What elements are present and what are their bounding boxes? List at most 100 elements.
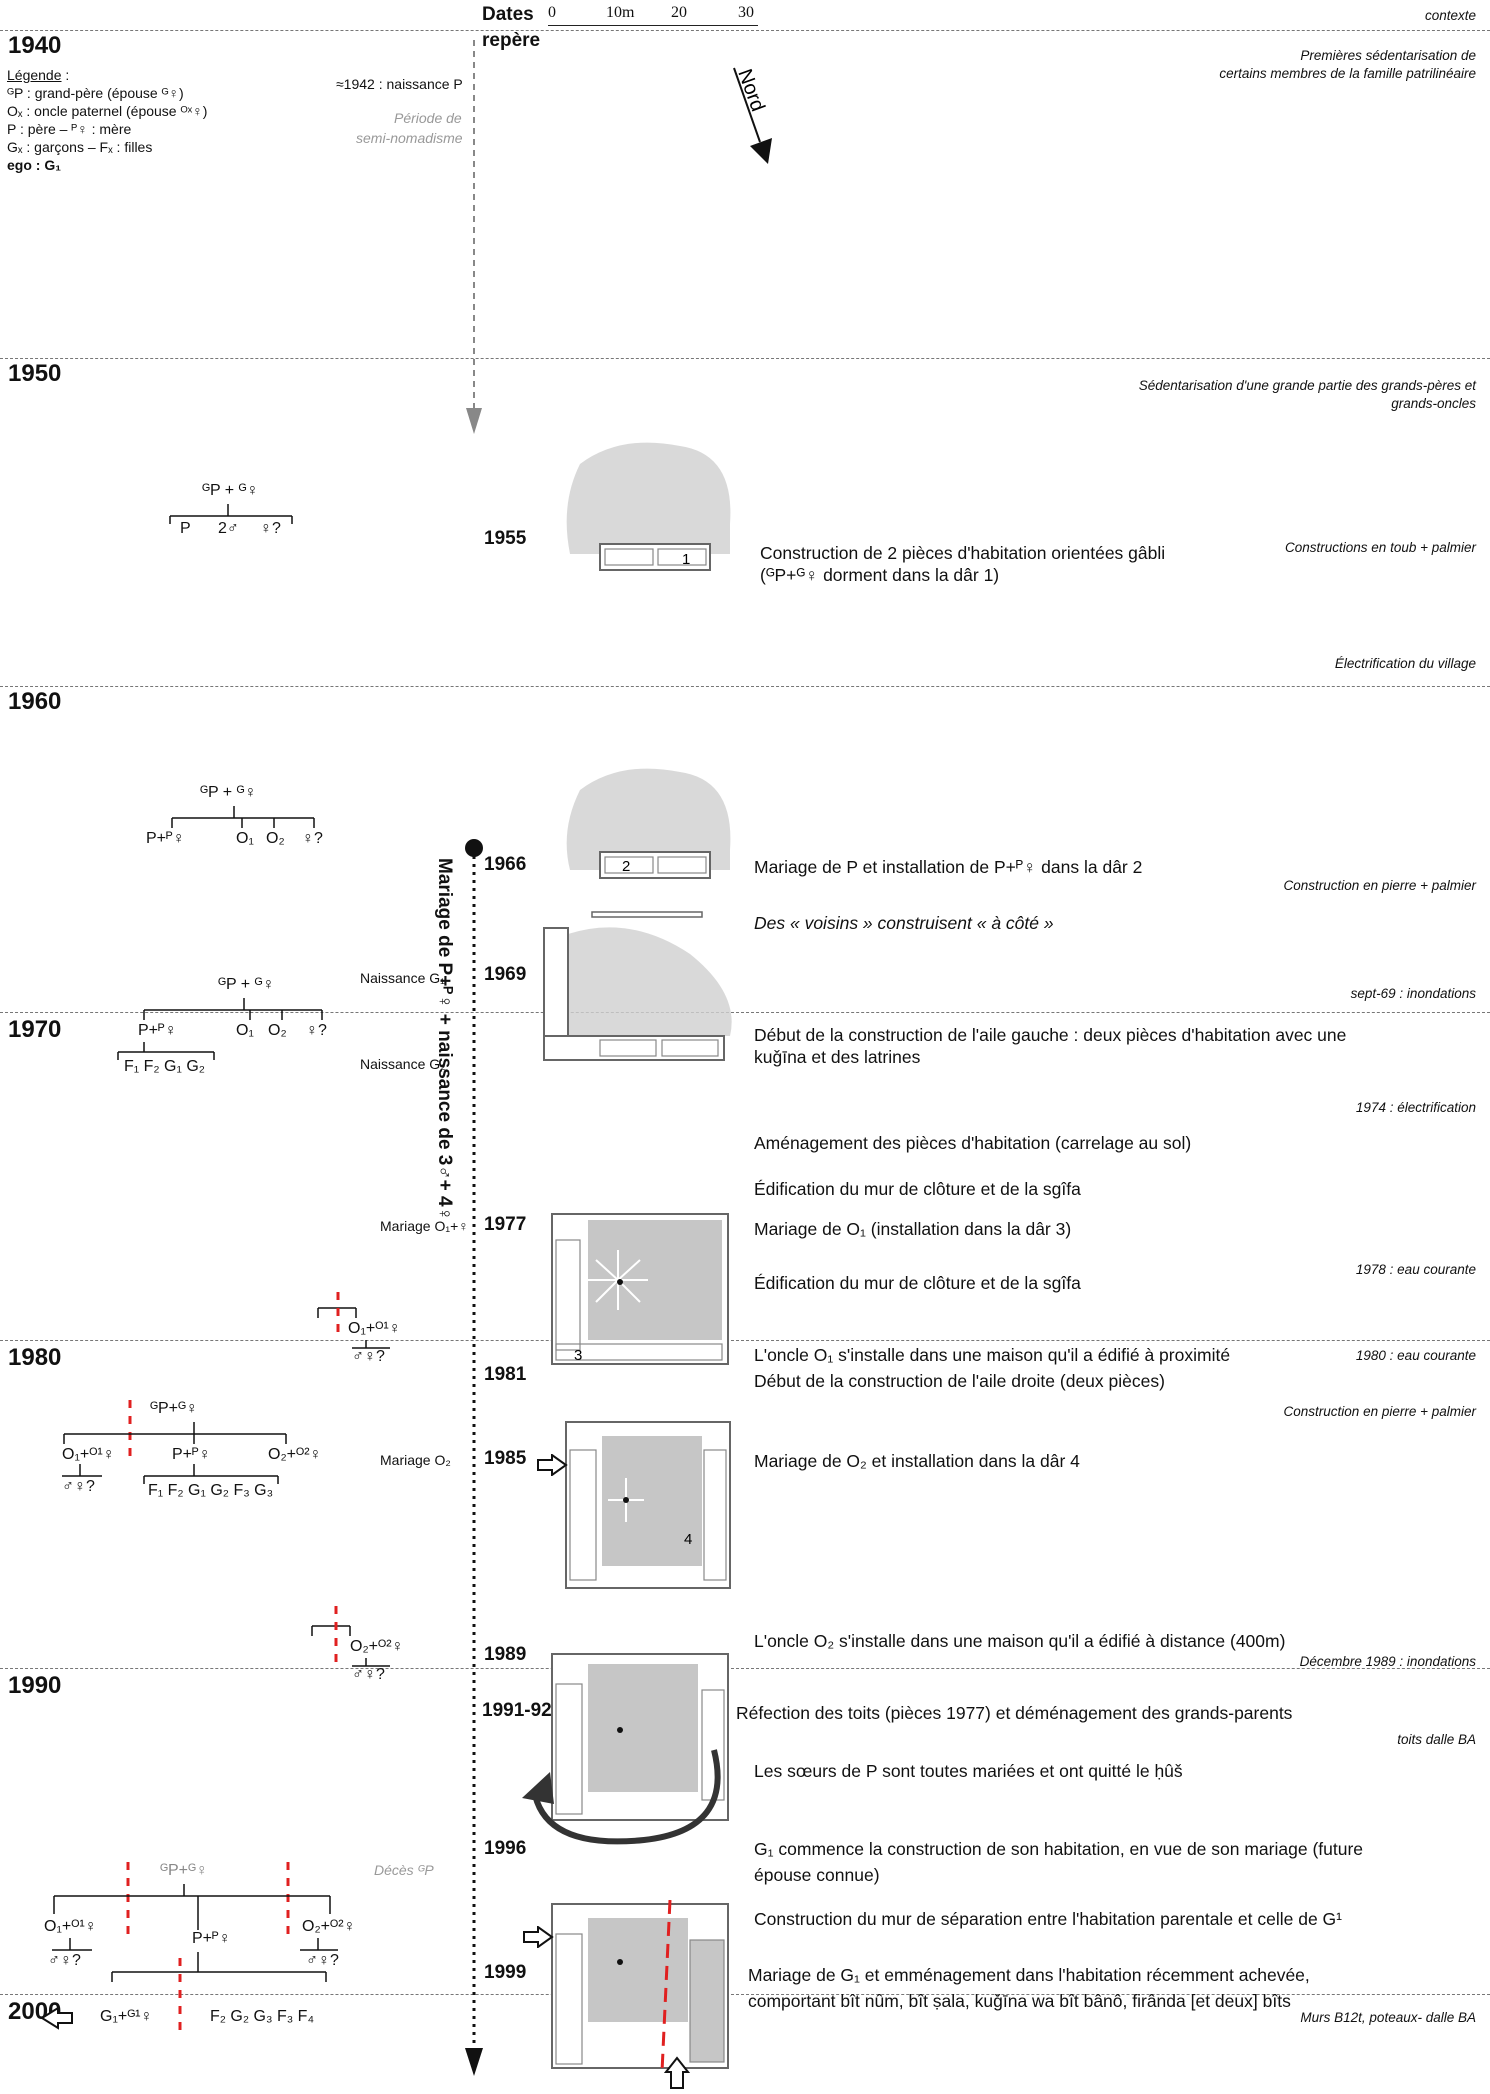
context-note: grands-oncles [1391, 396, 1476, 411]
tree-node: ♂♀? [352, 1348, 385, 1365]
context-note: sept-69 : inondations [1350, 986, 1476, 1001]
plan-number: 4 [684, 1531, 692, 1548]
decade-line [0, 1340, 1490, 1341]
scale-line [548, 25, 758, 26]
event-text: Des « voisins » construisent « à côté » [754, 913, 1054, 933]
entry-arrow-up-icon [664, 2056, 690, 2089]
plan-1999 [551, 1900, 729, 2072]
tree-node: F₂ G₂ G₃ F₃ F₄ [210, 2008, 314, 2025]
mariage-o2-note: Mariage O₂ [380, 1452, 451, 1468]
tree-node: ♂♀? [306, 1952, 339, 1969]
context-note: 1978 : eau courante [1355, 1262, 1476, 1277]
event-text: G₁ commence la construction de son habit… [754, 1839, 1364, 1859]
tree-node: ᴳP+ᴳ♀ [150, 1400, 198, 1417]
context-note: Électrification du village [1334, 656, 1476, 671]
tree-node: G₁+ᴳ¹♀ [100, 2008, 153, 2025]
plan-number: 3 [574, 1347, 582, 1364]
year-label: 1977 [484, 1214, 527, 1235]
legend-colon: : [65, 67, 70, 83]
legend-line: ego : G₁ [7, 157, 62, 173]
event-text: Début de la construction de l'aile gauch… [754, 1025, 1347, 1045]
tree-node: O₂+ᴼ²♀ [268, 1446, 322, 1463]
tree-1989: O₂+ᴼ²♀ ♂♀? [310, 1606, 440, 1696]
tree-node: ♂♀? [62, 1478, 95, 1495]
event-text: comportant bît nûm, bît ṣala, kuǧīna wa … [748, 1991, 1291, 2011]
decade-line [0, 686, 1490, 687]
event-text: Les sœurs de P sont toutes mariées et on… [754, 1761, 1183, 1781]
neighbour-wall [591, 911, 703, 918]
context-note: certains membres de la famille patriliné… [1219, 66, 1476, 81]
plan-1955: 1 [566, 442, 731, 571]
year-label: 1989 [484, 1644, 527, 1665]
tree-node: ᴳP+ᴳ♀ [160, 1862, 208, 1879]
tree-node: O₁+ᴼ¹♀ [348, 1320, 401, 1337]
tree-node: ♂♀? [48, 1952, 81, 1969]
event-text: L'oncle O₁ s'installe dans une maison qu… [754, 1345, 1231, 1365]
tree-1966: ᴳP + ᴳ♀ P+ᴾ♀ O₁ O₂ ♀? [140, 784, 350, 854]
event-text: (ᴳP+ᴳ♀ dorment dans la dâr 1) [760, 565, 1000, 585]
context-note: toits dalle BA [1397, 1732, 1476, 1747]
decade-label: 1960 [8, 688, 62, 715]
vertical-marriage-label: Mariage de P+ᴾ♀ + naissance de 3♂+ 4♀ [434, 858, 455, 1221]
tree-node: 2♂ [218, 520, 239, 537]
tree-node: P+ᴾ♀ [138, 1022, 177, 1039]
decade-label: 1980 [8, 1344, 62, 1371]
event-text: Mariage de G₁ et emménagement dans l'hab… [748, 1965, 1310, 1985]
event-text: épouse connue) [754, 1865, 880, 1885]
legend-line: Oₓ : oncle paternel (épouse ᴼˣ♀) [7, 103, 208, 119]
north-arrow-icon: Nord [733, 66, 772, 164]
tree-node: ᴳP + ᴳ♀ [200, 784, 257, 801]
plan-1977: 3 [551, 1213, 729, 1365]
move-curve-arrow-icon [522, 1749, 721, 1845]
context-title: contexte [1424, 8, 1476, 23]
tree-node: O₁+ᴼ¹♀ [44, 1918, 97, 1935]
plan-number: 2 [622, 858, 630, 875]
tree-node: P+ᴾ♀ [172, 1446, 211, 1463]
north-label: Nord [733, 66, 769, 114]
semi-nomad-note: Période de [394, 110, 462, 126]
deces-gp-note: Décès ᴳP [374, 1862, 434, 1878]
decade-line [0, 358, 1490, 359]
event-text: Édification du mur de clôture et de la s… [754, 1179, 1081, 1199]
year-label: 1991-92 [482, 1700, 552, 1721]
event-text: Construction de 2 pièces d'habitation or… [760, 543, 1166, 563]
tree-node: P+ᴾ♀ [192, 1930, 231, 1947]
tree-node: O₁ [236, 1022, 254, 1039]
tree-node: O₂+ᴼ²♀ [302, 1918, 356, 1935]
event-text: Aménagement des pièces d'habitation (car… [754, 1133, 1192, 1153]
tree-node: F₁ F₂ G₁ G₂ [124, 1058, 205, 1075]
context-note: Construction en pierre + palmier [1283, 878, 1476, 893]
tree-node: ᴳP + ᴳ♀ [218, 976, 275, 993]
naissance-g2-note: Naissance G₂ [360, 1056, 446, 1072]
year-label: 1985 [484, 1448, 527, 1469]
tree-node: O₁ [236, 830, 254, 847]
context-note: 1974 : électrification [1355, 1100, 1476, 1115]
plan-1985: 4 [565, 1421, 731, 1589]
legend-title: Légende [7, 67, 62, 83]
year-label: 1981 [484, 1364, 527, 1385]
context-note: Constructions en toub + palmier [1285, 540, 1476, 555]
tree-1996: ᴳP+ᴳ♀ O₁+ᴼ¹♀ ♂♀? P+ᴾ♀ O₂+ᴼ²♀ ♂♀? G₁+ᴳ¹♀ … [40, 1862, 370, 2042]
tree-node: ♀? [260, 520, 281, 537]
event-text: Mariage de O₂ et installation dans la dâ… [754, 1451, 1080, 1471]
event-text: Réfection des toits (pièces 1977) et dém… [736, 1703, 1293, 1723]
year-label: 1996 [484, 1838, 527, 1859]
scale-label: 0 [548, 4, 556, 21]
plan-1969 [543, 927, 732, 1061]
decade-line [0, 1668, 1490, 1669]
context-note: Murs B12t, poteaux- dalle BA [1300, 2010, 1476, 2025]
naissance-g1-note: Naissance G₁ [360, 970, 445, 986]
dates-subtitle: repère [482, 30, 541, 51]
plan-number: 1 [682, 551, 690, 568]
tree-1985: ᴳP+ᴳ♀ O₁+ᴼ¹♀ ♂♀? P+ᴾ♀ O₂+ᴼ²♀ F₁ F₂ G₁ G₂… [50, 1400, 340, 1520]
decade-label: 1940 [8, 32, 62, 59]
semi-nomad-note: semi-nomadisme [356, 130, 463, 146]
scale-label: 10m [606, 4, 635, 21]
plan-1991 [551, 1653, 729, 1821]
decade-line [0, 30, 1490, 31]
tree-node: F₁ F₂ G₁ G₂ F₃ G₃ [148, 1482, 274, 1499]
context-note: 1980 : eau courante [1355, 1348, 1476, 1363]
year-label: 1966 [484, 854, 527, 875]
event-text: kuǧīna et des latrines [754, 1047, 921, 1067]
event-text: Édification du mur de clôture et de la s… [754, 1273, 1081, 1293]
